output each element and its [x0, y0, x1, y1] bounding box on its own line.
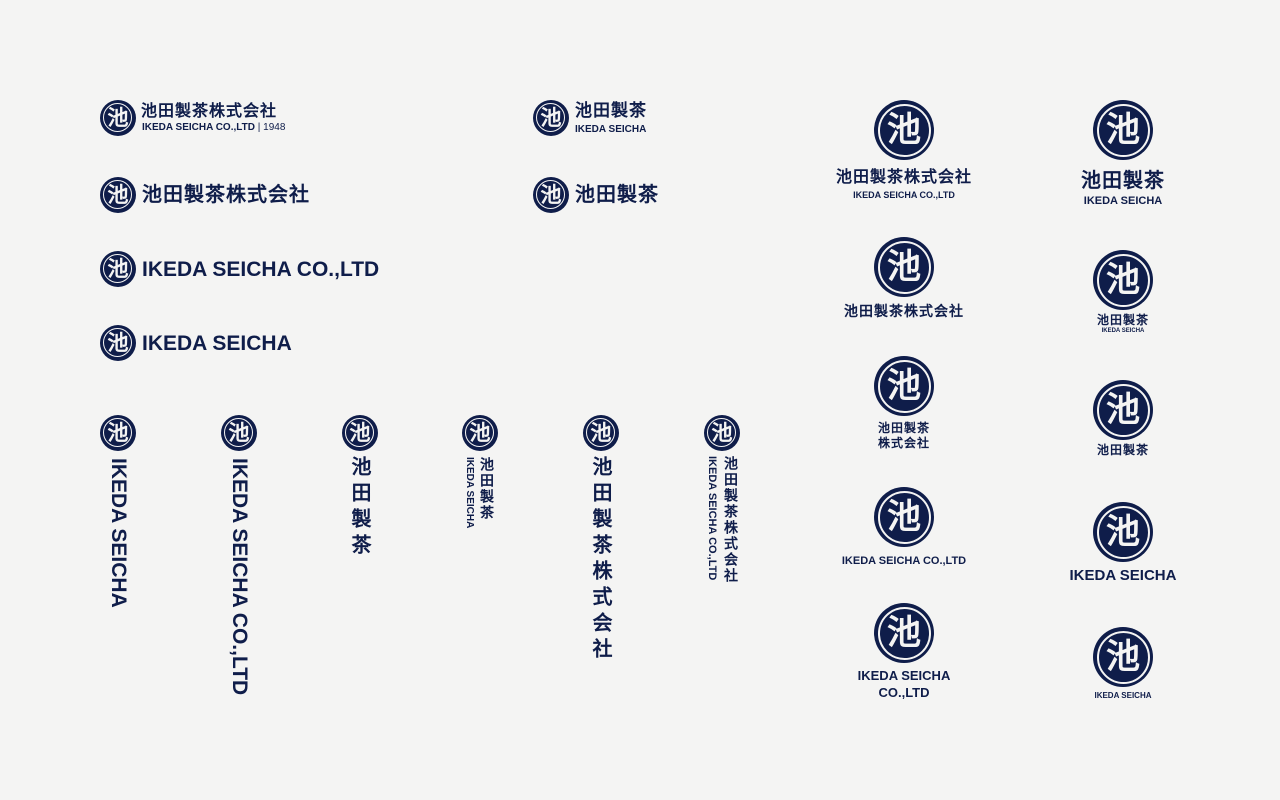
ikeda-mark-icon: 池 — [874, 487, 934, 547]
ikeda-mark-icon: 池 — [100, 251, 136, 287]
company-name-jp: 池田製茶株式会社 — [844, 304, 964, 320]
company-name-en: IKEDA SEICHA CO.,LTD — [853, 190, 955, 200]
ikeda-mark-icon: 池 — [874, 237, 934, 297]
company-name-jp: 池田製茶株式会社 — [835, 167, 972, 186]
company-name-en-short: IKEDA SEICHA — [107, 458, 130, 608]
ikeda-mark-icon: 池 — [342, 415, 378, 451]
ikeda-mark-icon: 池 — [533, 177, 569, 213]
founded-year: 1948 — [263, 122, 286, 133]
separator: | — [257, 122, 261, 133]
ikeda-mark-icon: 池 — [100, 177, 136, 213]
company-name-jp-line1: 池田製茶 — [877, 421, 930, 435]
company-name-en-line2: CO.,LTD — [878, 685, 930, 700]
ikeda-mark-icon: 池 — [462, 415, 498, 451]
company-name-en: IKEDA SEICHA CO.,LTD — [142, 258, 380, 281]
company-name-jp-short: 池田製茶 — [1096, 443, 1149, 457]
company-name-jp-short: 池田製茶 — [1081, 168, 1165, 192]
ikeda-mark-icon: 池 — [100, 325, 136, 361]
company-name-en-short: IKEDA SEICHA — [1094, 691, 1152, 700]
ikeda-mark-icon: 池 — [874, 356, 934, 416]
ikeda-mark-icon: 池 — [1093, 627, 1153, 687]
ikeda-mark-icon: 池 — [100, 100, 136, 136]
company-name-en: IKEDA SEICHA CO.,LTD — [706, 456, 718, 581]
company-name-jp-short: 池田製茶 — [575, 182, 659, 206]
company-name-jp-short: 池田製茶 — [575, 101, 647, 121]
ikeda-mark-icon: 池 — [1093, 380, 1153, 440]
company-name-jp: 池田製茶株式会社 — [141, 101, 278, 120]
ikeda-mark-icon: 池 — [1093, 502, 1153, 562]
ikeda-mark-icon: 池 — [1093, 100, 1153, 160]
company-name-en-short: IKEDA SEICHA — [575, 124, 647, 135]
ikeda-mark-icon: 池 — [583, 415, 619, 451]
company-name-en: IKEDA SEICHA CO.,LTD — [142, 122, 255, 133]
ikeda-mark-icon: 池 — [704, 415, 740, 451]
ikeda-mark-icon: 池 — [100, 415, 136, 451]
company-name-en-short: IKEDA SEICHA — [1083, 195, 1163, 207]
ikeda-mark-icon: 池 — [874, 100, 934, 160]
company-name-en: IKEDA SEICHA CO.,LTD — [841, 555, 967, 567]
company-name-jp-short: 池田製茶 — [478, 457, 494, 521]
company-name-en-short: IKEDA SEICHA — [1069, 567, 1177, 584]
company-name-en-line: IKEDA SEICHA CO.,LTD | 1948 — [142, 122, 285, 134]
company-name-en-short: IKEDA SEICHA — [464, 457, 475, 529]
company-name-jp-line2: 株式会社 — [877, 436, 930, 450]
ikeda-mark-icon: 池 — [533, 100, 569, 136]
company-name-en-line1: IKEDA SEICHA — [857, 668, 951, 683]
ikeda-mark-icon: 池 — [1093, 250, 1153, 310]
ikeda-mark-icon: 池 — [221, 415, 257, 451]
company-name-jp-short: 池田製茶 — [348, 456, 372, 560]
company-name-en: IKEDA SEICHA CO.,LTD — [228, 458, 251, 696]
company-name-en-short: IKEDA SEICHA — [1101, 328, 1145, 334]
company-name-jp-short: 池田製茶 — [1096, 313, 1149, 327]
company-name-en-short: IKEDA SEICHA — [142, 332, 292, 355]
ikeda-mark-icon: 池 — [874, 603, 934, 663]
company-name-jp: 池田製茶株式会社 — [722, 456, 738, 584]
company-name-jp: 池田製茶株式会社 — [142, 182, 310, 206]
company-name-jp: 池田製茶株式会社 — [589, 456, 613, 664]
